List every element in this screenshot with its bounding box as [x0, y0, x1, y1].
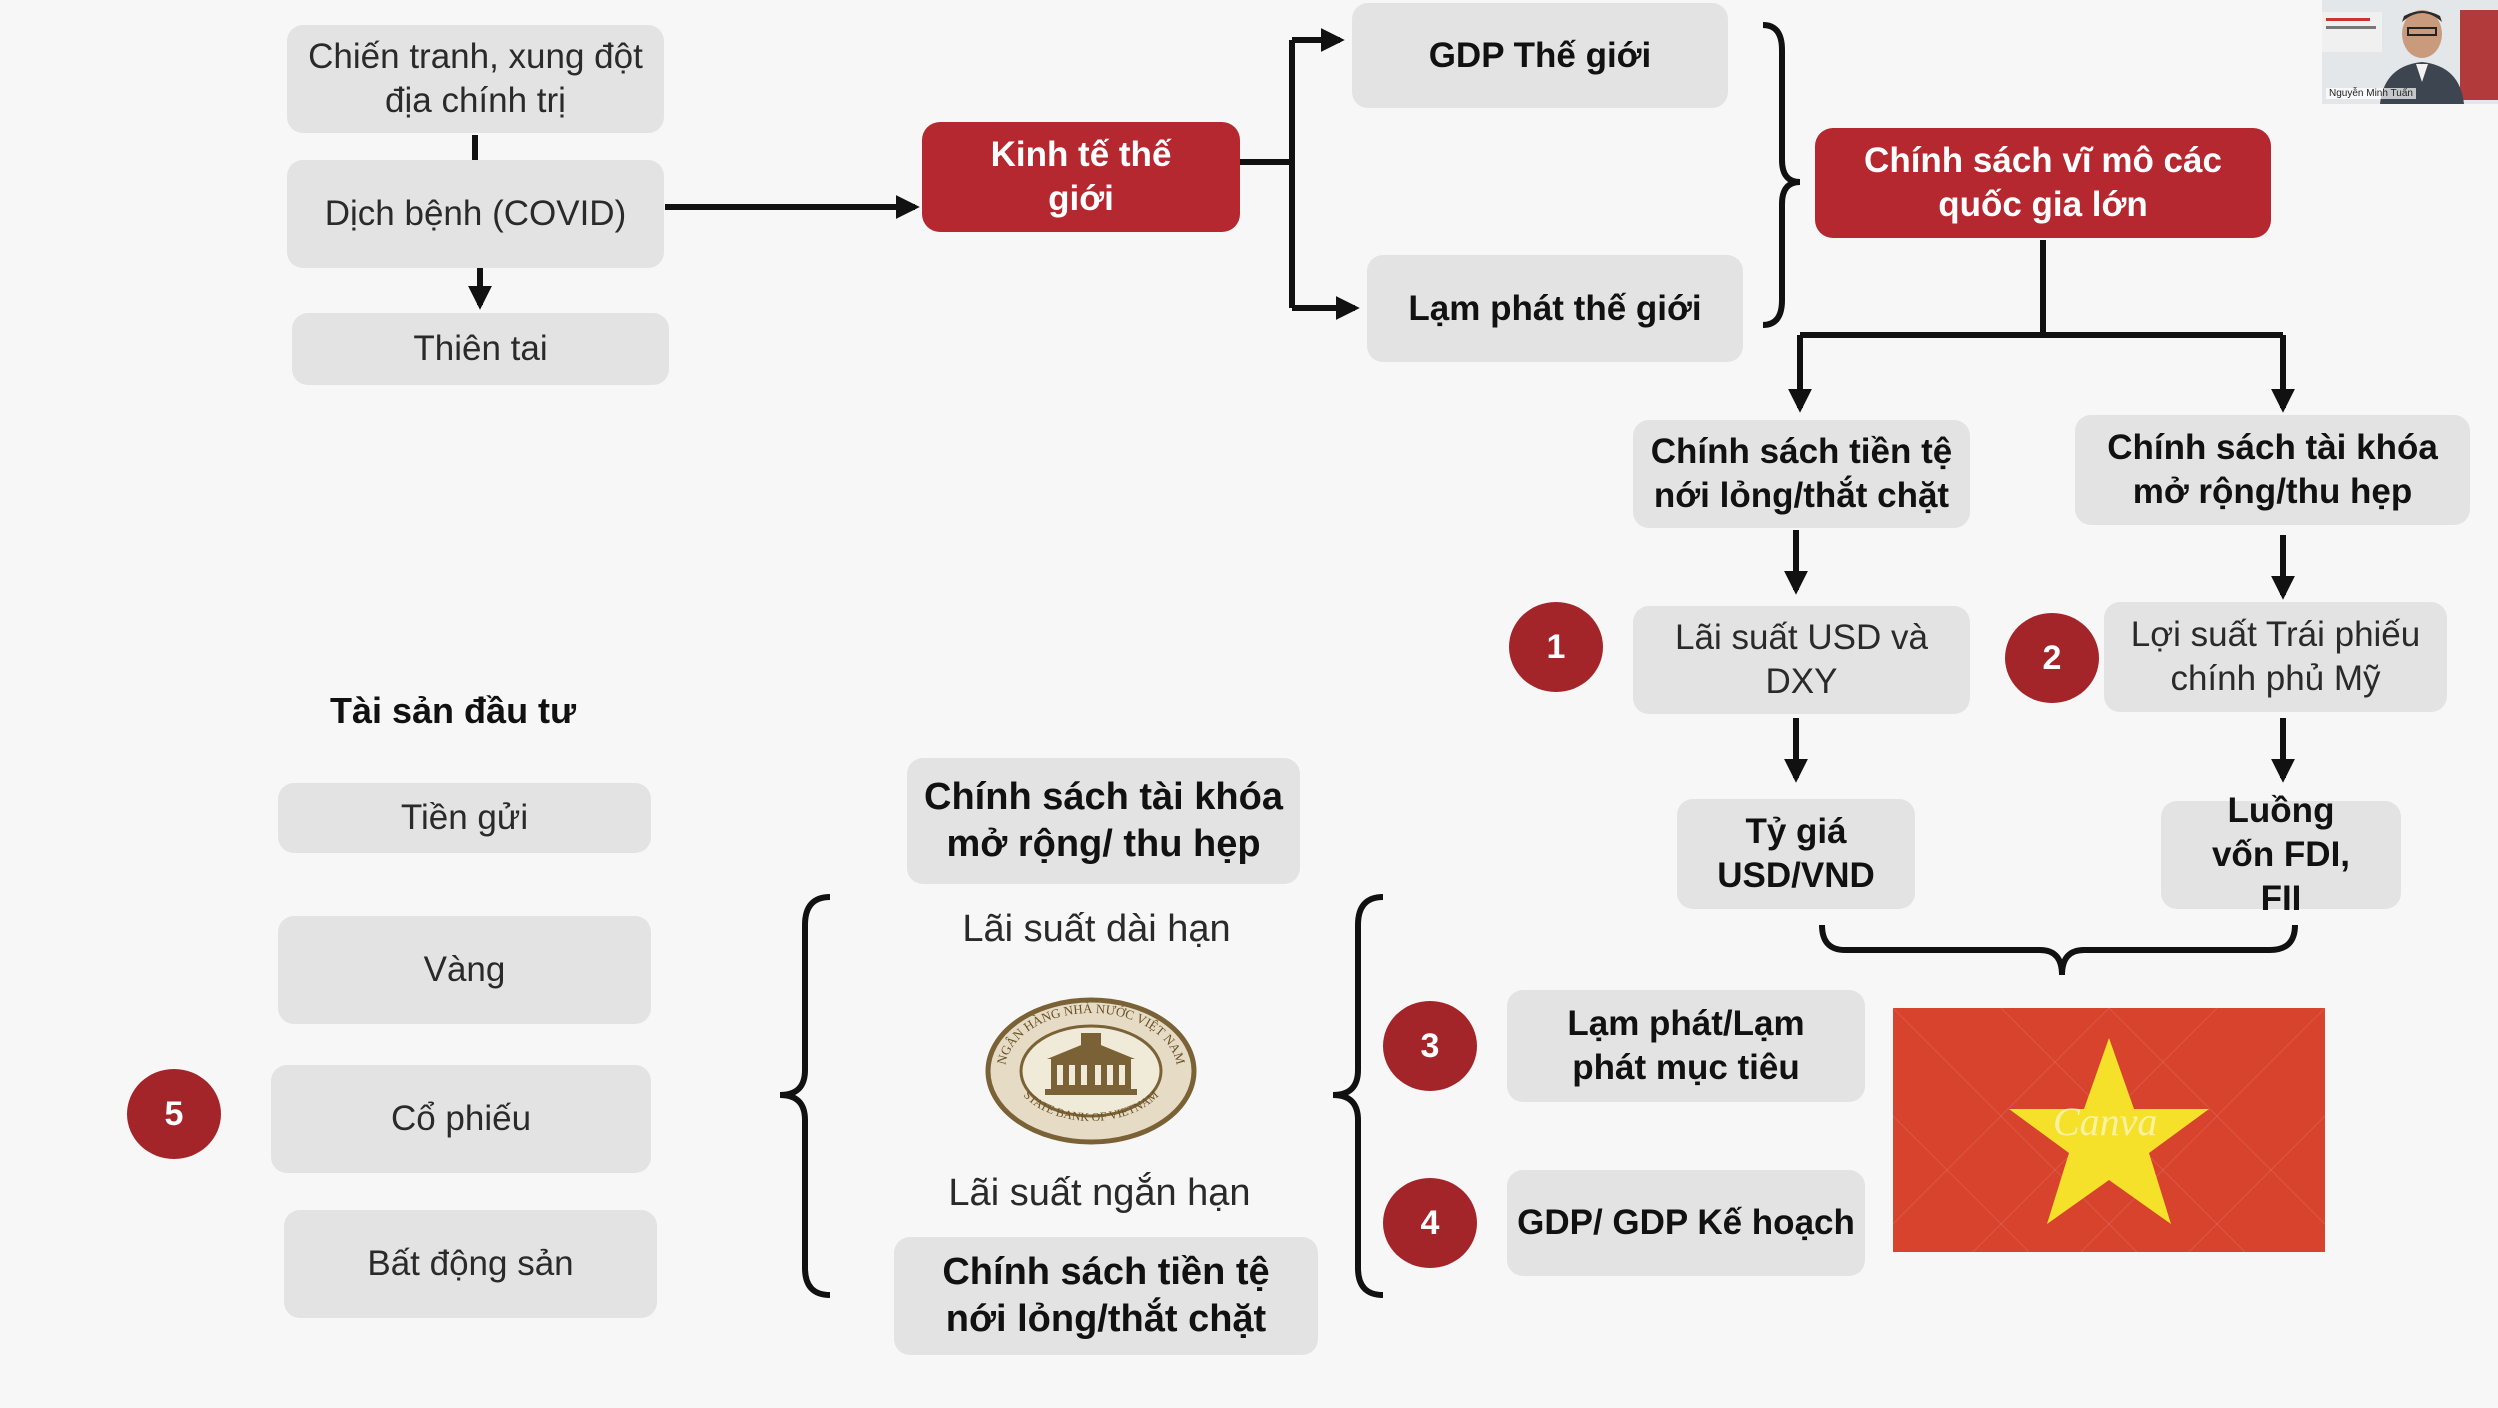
presenter-webcam: Nguyễn Minh Tuấn: [2322, 0, 2498, 104]
inflation-target-box: Lạm phát/Lạm phát mục tiêu: [1507, 990, 1865, 1102]
short-term-rate-label: Lãi suất ngắn hạn: [948, 1172, 1251, 1214]
badge-1: 1: [1509, 602, 1603, 692]
investment-assets-heading: Tài sản đầu tư: [330, 690, 577, 731]
long-term-rate-label: Lãi suất dài hạn: [962, 908, 1231, 950]
sbv-seal-logo: NGÂN HÀNG NHÀ NƯỚC VIỆT NAM STATE BANK O…: [985, 997, 1197, 1145]
badge-5: 5: [127, 1069, 221, 1159]
world-inflation-box: Lạm phát thế giới: [1367, 255, 1743, 362]
macro-policy-box: Chính sách vĩ mô các quốc gia lớn: [1815, 128, 2271, 238]
brace-targets: [1332, 894, 1384, 1298]
covid-box: Dịch bệnh (COVID): [287, 160, 664, 268]
exchange-rate-box: Tỷ giá USD/VND: [1677, 799, 1915, 909]
brace-world: [1762, 22, 1801, 328]
webcam-name-label: Nguyễn Minh Tuấn: [2326, 88, 2416, 99]
monetary-policy-top-box: Chính sách tiền tệ nới lỏng/thắt chặt: [1633, 420, 1970, 528]
badge-3: 3: [1383, 1001, 1477, 1091]
presenter-avatar-icon: [2322, 0, 2498, 104]
world-gdp-box: GDP Thế giới: [1352, 3, 1728, 108]
fiscal-policy-top-box: Chính sách tài khóa mở rộng/thu hẹp: [2075, 415, 2470, 525]
gdp-plan-box: GDP/ GDP Kế hoạch: [1507, 1170, 1865, 1276]
monetary-policy-vn-box: Chính sách tiền tệ nới lỏng/thắt chặt: [894, 1237, 1318, 1355]
capital-flow-box: Luồng vốn FDI, FII: [2161, 791, 2401, 918]
asset-gold: Vàng: [278, 916, 651, 1024]
us-treasury-yield-box: Lợi suất Trái phiếu chính phủ Mỹ: [2104, 602, 2447, 712]
flag-star-icon: [1784, 1007, 2434, 1253]
usd-rate-dxy-box: Lãi suất USD và DXY: [1633, 606, 1970, 714]
brace-bottom: [1819, 924, 2298, 976]
world-economy-box: Kinh tế thế giới: [922, 122, 1240, 232]
asset-deposit: Tiền gửi: [278, 783, 651, 853]
asset-real-estate: Bất động sản: [284, 1210, 657, 1318]
canva-watermark: Canva: [2053, 1099, 2158, 1144]
fiscal-policy-vn-box: Chính sách tài khóa mở rộng/ thu hẹp: [907, 758, 1300, 884]
brace-assets: [779, 894, 831, 1298]
vietnam-flag: Canva: [1784, 1007, 2434, 1253]
natural-disaster-box: Thiên tai: [292, 313, 669, 385]
badge-4: 4: [1383, 1178, 1477, 1268]
asset-stocks: Cổ phiếu: [271, 1065, 651, 1173]
badge-2: 2: [2005, 613, 2099, 703]
war-geopolitics-box: Chiến tranh, xung đột địa chính trị: [287, 25, 664, 133]
